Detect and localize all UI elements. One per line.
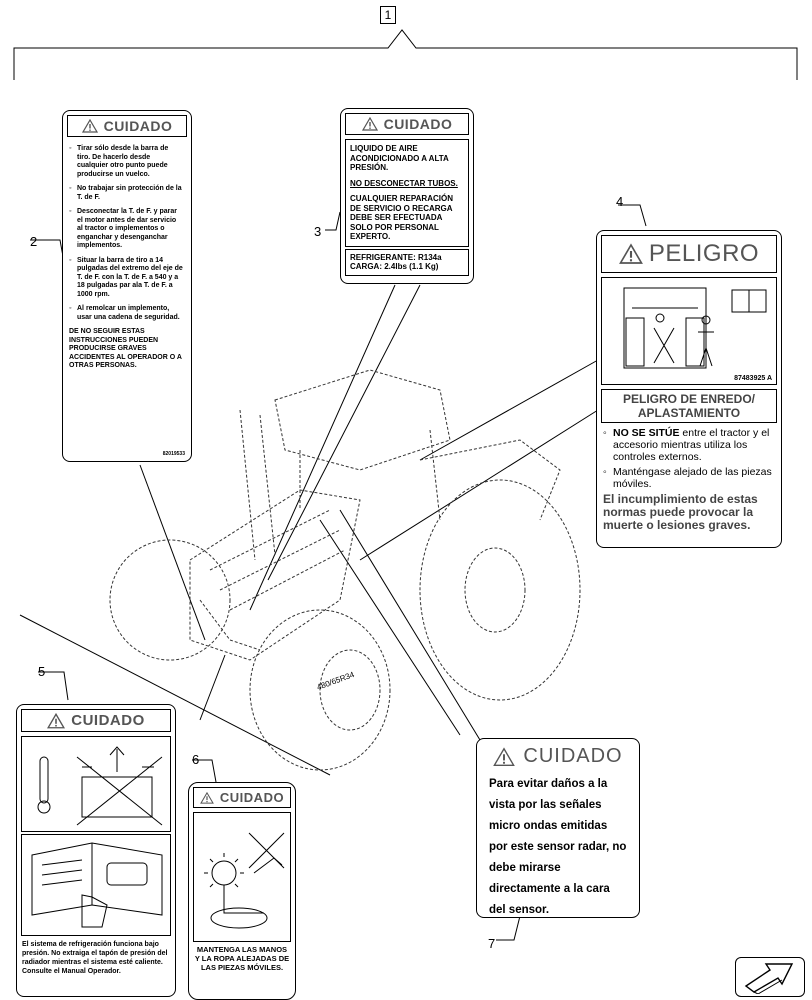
decal-2-item: Situar la barra de tiro a 14 pulgadas de… xyxy=(69,257,183,300)
decal-7-text: Para evitar daños a la vista por las señ… xyxy=(489,778,627,916)
leader-5 xyxy=(38,671,69,701)
decal-5-title: CUIDADO xyxy=(71,712,145,729)
warning-triangle-icon xyxy=(81,119,98,133)
decal-6-text: MANTENGA LAS MANOS Y LA ROPA ALEJADAS DE… xyxy=(194,945,290,972)
leader-3 xyxy=(325,211,341,231)
decal-4-bullet: ◦NO SE SITÚE entre el tractor y el acces… xyxy=(603,427,770,463)
decal-3-line: LIQUIDO DE AIRE ACONDICIONADO A ALTA PRE… xyxy=(350,144,449,172)
decal-6-pictogram xyxy=(193,812,291,942)
decal-4-bullet-text: Manténgase alejado de las piezas móviles… xyxy=(613,466,772,490)
decal-4-bullet: ◦Manténgase alejado de las piezas móvile… xyxy=(603,466,772,490)
decal-4-bullet-bold: NO SE SITÚE xyxy=(613,427,680,439)
callout-1: 1 xyxy=(380,6,396,24)
callout-6: 6 xyxy=(192,752,200,767)
tractor-illustration xyxy=(109,369,581,771)
callout-2: 2 xyxy=(30,234,38,249)
decal-5-header: CUIDADO xyxy=(21,709,171,732)
decal-4-footer: El incumplimiento de estas normas puede … xyxy=(603,492,758,532)
entanglement-pictogram-icon xyxy=(623,287,767,369)
radiator-pressure-pictogram-icon xyxy=(37,746,163,826)
decal-5: CUIDADO El sistema de refrigeración xyxy=(16,704,176,997)
leader-7 xyxy=(496,915,521,941)
decal-2: CUIDADO Tirar sólo desde la barra de tir… xyxy=(62,110,192,462)
decal-7-title: CUIDADO xyxy=(523,745,623,767)
decal-7: CUIDADO Para evitar daños a la vista por… xyxy=(476,738,640,918)
warning-triangle-icon xyxy=(618,243,643,264)
decal-4-header: PELIGRO xyxy=(601,235,777,273)
tyre-label: 480/65R34 xyxy=(316,670,356,692)
decal-6-title: CUIDADO xyxy=(219,790,285,805)
arrow-icon xyxy=(744,963,794,995)
decal-6: CUIDADO MANTENGA LAS MANOS Y LA ROPA ALE… xyxy=(188,782,296,1000)
decal-4-bullet-text: entre el tractor y el accesorio mientras… xyxy=(613,427,770,463)
decal-5-pictogram-bottom xyxy=(21,834,171,936)
warning-triangle-icon xyxy=(47,712,66,728)
decal-3-line: REFRIGERANTE: R134a xyxy=(350,252,442,262)
moving-parts-pictogram-icon xyxy=(204,832,285,929)
decal-3-title: CUIDADO xyxy=(383,116,453,132)
callout-3: 3 xyxy=(314,224,322,239)
decal-7-header: CUIDADO xyxy=(477,739,639,772)
decal-2-item: No trabajar sin protección de la T. de F… xyxy=(69,185,183,202)
decal-5-text: El sistema de refrigeración funciona baj… xyxy=(22,941,168,975)
decal-2-header: CUIDADO xyxy=(67,115,187,137)
decal-2-title: CUIDADO xyxy=(103,118,173,134)
decal-3-line: CUALQUIER REPARACIÓN DE SERVICIO O RECAR… xyxy=(350,194,453,241)
decal-4-part-number: 87483925 A xyxy=(734,375,772,382)
decal-3-header: CUIDADO xyxy=(345,113,469,135)
group-bracket xyxy=(13,29,798,80)
callout-4: 4 xyxy=(616,194,624,209)
decal-2-warning: DE NO SEGUIR ESTAS INSTRUCCIONES PUEDEN … xyxy=(69,328,182,369)
next-page-arrow-button[interactable] xyxy=(735,957,805,997)
decal-3-line: NO DESCONECTAR TUBOS. xyxy=(350,178,458,188)
leader-4 xyxy=(618,204,647,227)
decal-5-pictogram-top xyxy=(21,736,171,832)
decal-4-subtitle: PELIGRO DE ENREDO/ APLASTAMIENTO xyxy=(622,392,756,420)
decal-2-item: Tirar sólo desde la barra de tiro. De ha… xyxy=(69,145,183,179)
callout-7: 7 xyxy=(488,936,496,951)
decal-3-line: CARGA: 2.4lbs (1.1 Kg) xyxy=(350,262,439,271)
read-manual-pictogram-icon xyxy=(31,842,163,928)
decal-6-header: CUIDADO xyxy=(193,787,291,808)
decal-2-item: Desconectar la T. de F. y parar el motor… xyxy=(69,208,183,251)
warning-triangle-icon xyxy=(493,746,516,766)
decal-4: PELIGRO 87483925 A PELIGRO DE ENREDO/ AP… xyxy=(596,230,782,548)
leader-6 xyxy=(192,759,217,783)
decal-3: CUIDADO LIQUIDO DE AIRE ACONDICIONADO A … xyxy=(340,108,474,284)
warning-triangle-icon xyxy=(361,117,378,131)
decal-4-pictogram: 87483925 A xyxy=(601,277,777,385)
callout-5: 5 xyxy=(38,664,46,679)
decal-4-title: PELIGRO xyxy=(648,240,760,267)
decal-2-item: Al remolcar un implemento, usar una cade… xyxy=(69,305,183,322)
warning-triangle-icon xyxy=(200,791,214,804)
decal-2-part-number: 82019533 xyxy=(162,451,185,457)
